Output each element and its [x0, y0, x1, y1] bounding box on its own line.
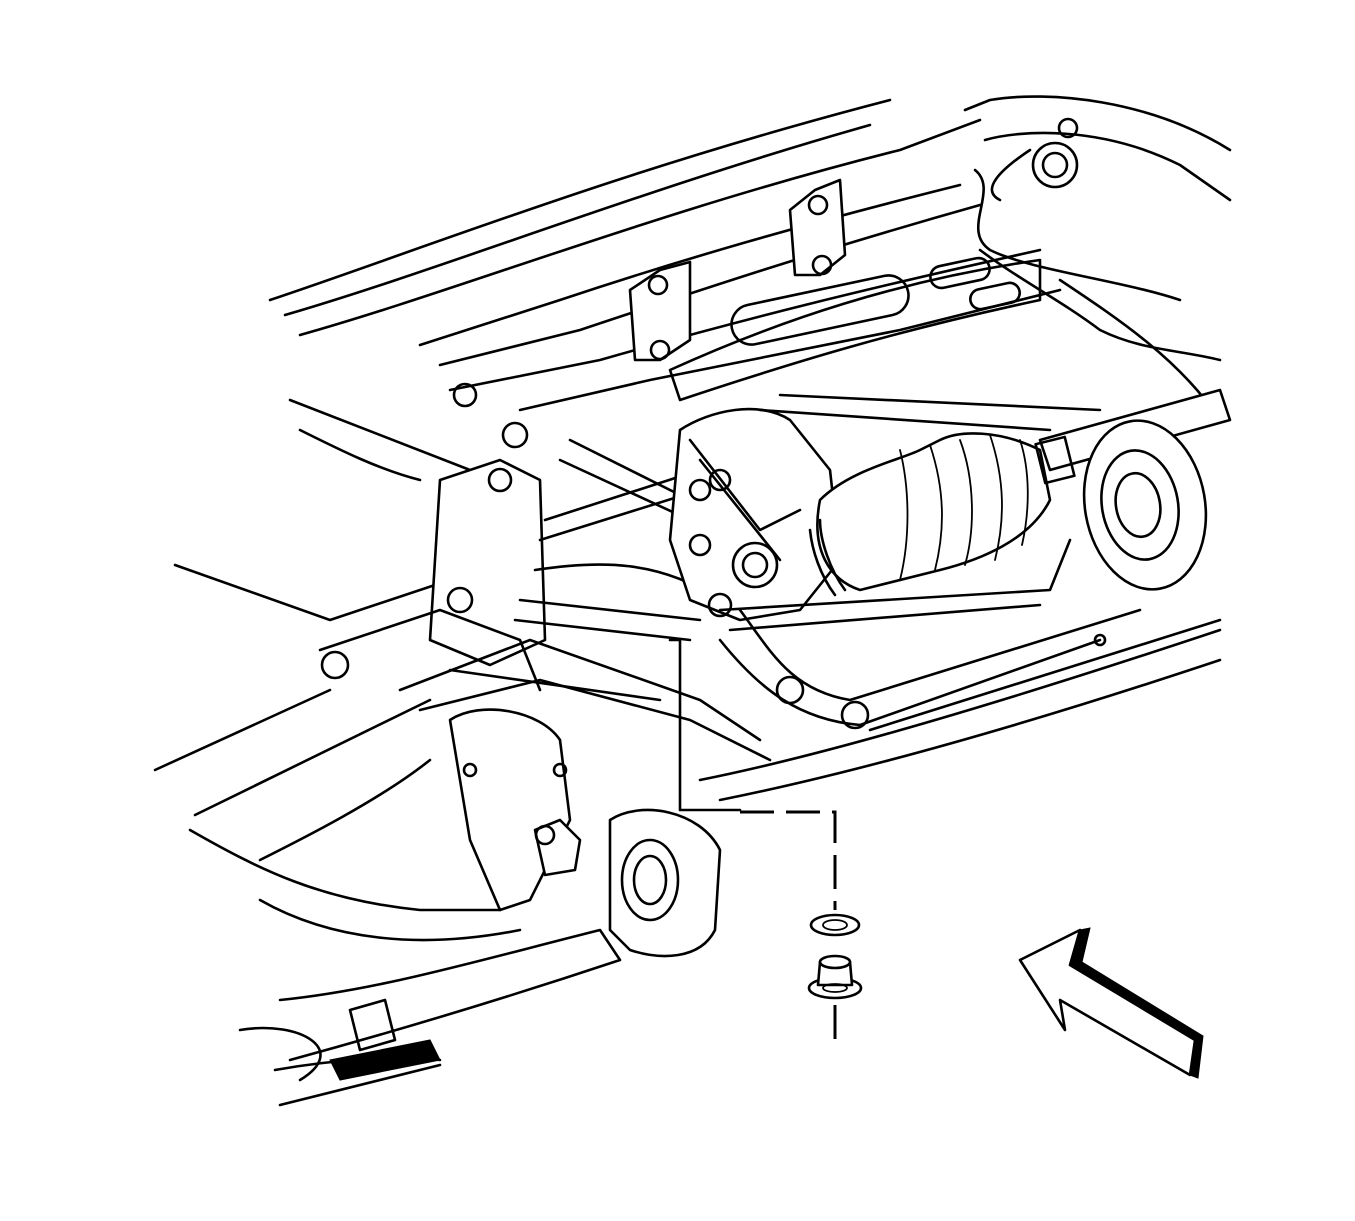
wheel-hub	[1082, 419, 1208, 591]
lower-body-panel	[698, 628, 1222, 802]
slotted-plate	[668, 256, 1042, 402]
upper-body-panel	[268, 95, 1232, 422]
lower-knuckle-bracket	[188, 708, 722, 1107]
bushing-nut-icon	[807, 954, 863, 1000]
view-direction-arrow-icon	[1018, 927, 1204, 1079]
left-subframe	[153, 382, 547, 862]
washer-icon	[809, 913, 861, 937]
differential-carrier	[668, 407, 842, 622]
frame-bracket-left	[628, 260, 692, 362]
top-right-mount	[990, 117, 1079, 202]
frame-bracket-right	[788, 178, 847, 277]
callout-leader	[668, 638, 837, 1045]
lower-control-arms	[718, 393, 1222, 732]
